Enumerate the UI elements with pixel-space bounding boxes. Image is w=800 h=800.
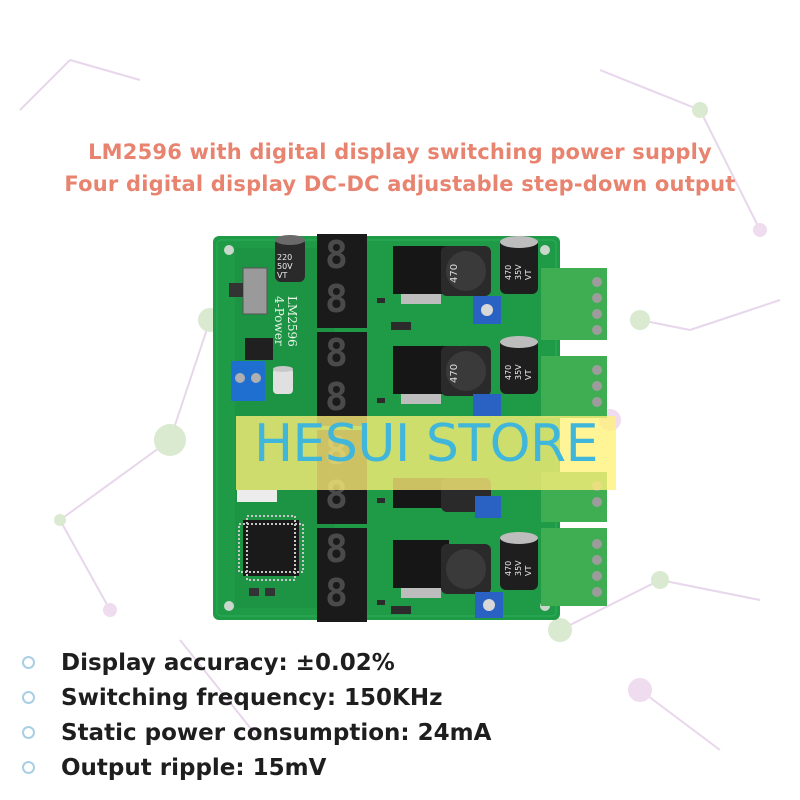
bullet-circle-icon [22, 691, 35, 704]
cap-label-3: VT [524, 370, 533, 380]
feature-item: Output ripple: 15mV [22, 750, 491, 785]
inductor-label: 470 [449, 364, 460, 383]
regulator-channel-2: 470 470 35V VT [393, 336, 607, 418]
input-cap-label-2: 50V [277, 262, 293, 271]
small-capacitor [273, 366, 293, 394]
silkscreen-name: 4-Power [272, 296, 286, 346]
bullet-circle-icon [22, 726, 35, 739]
feature-text: Static power consumption: 24mA [61, 719, 492, 746]
regulator-channel-4: 470 35V VT [393, 528, 607, 618]
cap-label-2: 35V [514, 560, 523, 576]
feature-list: Display accuracy: ±0.02% Switching frequ… [22, 645, 491, 785]
display-digit: 8 [325, 331, 348, 375]
display-digit: 8 [325, 527, 348, 571]
headline-line-2: Four digital display DC-DC adjustable st… [64, 172, 736, 196]
feature-item: Switching frequency: 150KHz [22, 680, 491, 715]
feature-item: Display accuracy: ±0.02% [22, 645, 491, 680]
cap-label-1: 470 [504, 365, 513, 380]
watermark-band [236, 416, 616, 490]
headline-line-1: LM2596 with digital display switching po… [88, 140, 712, 164]
input-capacitor: 220 50V VT [275, 235, 305, 282]
input-cap-label-3: VT [277, 271, 287, 280]
cap-label-1: 470 [504, 265, 513, 280]
regulator-channel-1: 470 470 35V VT [393, 236, 607, 340]
cap-label-2: 35V [514, 364, 523, 380]
cap-label-3: VT [524, 566, 533, 576]
store-watermark-text: HESUI STORE [253, 414, 599, 474]
feature-item: Static power consumption: 24mA [22, 715, 491, 750]
display-digit: 8 [325, 233, 348, 277]
display-digit: 8 [325, 277, 348, 321]
bullet-circle-icon [22, 761, 35, 774]
input-terminal-block [231, 361, 265, 401]
cap-label-1: 470 [504, 561, 513, 576]
feature-text: Display accuracy: ±0.02% [61, 649, 395, 676]
input-diode [245, 338, 273, 360]
feature-text: Output ripple: 15mV [61, 754, 327, 781]
input-cap-label-1: 220 [277, 253, 292, 262]
bullet-circle-icon [22, 656, 35, 669]
power-switch [242, 267, 268, 315]
silkscreen-model: LM2596 [285, 296, 299, 347]
display-digit: 8 [325, 375, 348, 419]
display-digit: 8 [325, 571, 348, 615]
feature-text: Switching frequency: 150KHz [61, 684, 443, 711]
inductor-label: 470 [449, 264, 460, 283]
cap-label-2: 35V [514, 264, 523, 280]
cap-label-3: VT [524, 270, 533, 280]
microcontroller-chip [238, 515, 304, 581]
